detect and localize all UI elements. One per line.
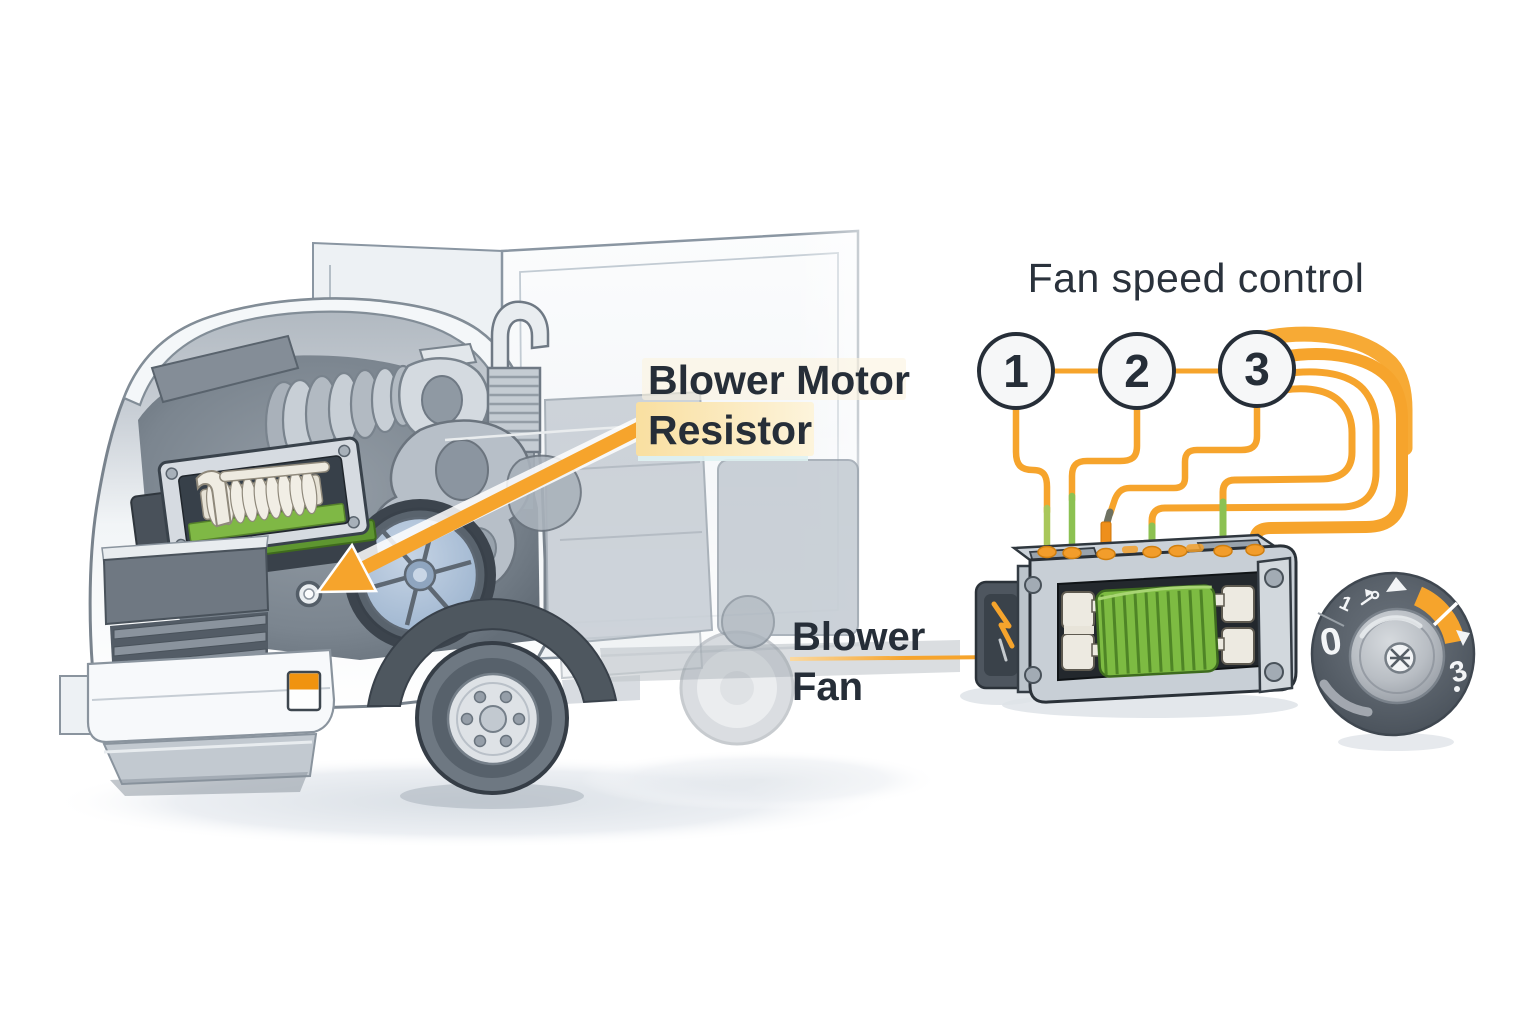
knob-arc-notch bbox=[1432, 601, 1459, 627]
truck-illustration bbox=[50, 218, 960, 848]
resistor-label-line1: Blower Motor bbox=[648, 357, 910, 403]
speed-circle-3-label: 3 bbox=[1244, 343, 1270, 395]
knob-fan-symbol-icon bbox=[1360, 589, 1380, 606]
resistor-coil bbox=[1095, 584, 1219, 678]
front-wheel bbox=[400, 641, 584, 809]
speed-circle-2-label: 2 bbox=[1124, 345, 1150, 397]
wire-speed-1 bbox=[1012, 401, 1051, 516]
intake-hose bbox=[264, 364, 417, 468]
label-underline-tint bbox=[638, 456, 808, 461]
knob-pointer-triangle-icon bbox=[1386, 577, 1407, 592]
wire-terminals bbox=[1037, 543, 1265, 561]
wire-bundle-outer bbox=[1249, 348, 1408, 556]
knob-swoosh bbox=[1319, 679, 1373, 717]
label-highlight bbox=[636, 402, 814, 456]
knob-max-triangle-icon bbox=[1456, 630, 1470, 646]
fan-label-line2: Fan bbox=[792, 665, 863, 709]
location-grommet bbox=[295, 580, 323, 608]
leader-line bbox=[444, 424, 641, 442]
diagram-title: Fan speed control bbox=[1028, 255, 1365, 301]
speed-circle-1-label: 1 bbox=[1003, 345, 1029, 397]
front-bumper bbox=[59, 648, 336, 796]
speed-circle-3: 3 bbox=[1218, 330, 1296, 408]
control-knob: 0 1 3 bbox=[1310, 571, 1476, 751]
front-windshield-band bbox=[101, 535, 270, 626]
resistor-label-line2: Resistor bbox=[648, 407, 812, 453]
wire-speed-3 bbox=[1106, 399, 1261, 518]
ground-shadow-rear bbox=[580, 750, 940, 810]
cab-sunroof-panel bbox=[150, 334, 300, 404]
label-blower-motor-resistor: Blower Motor Resistor bbox=[636, 357, 910, 461]
label-glow bbox=[642, 358, 906, 400]
resistor-module-cutaway bbox=[130, 436, 378, 583]
wire-speed-2 bbox=[1068, 401, 1141, 504]
wire-bundle-mid bbox=[1148, 368, 1380, 534]
location-arrow bbox=[315, 413, 659, 594]
connector-arrow-icon bbox=[991, 601, 1015, 649]
wire-bundle-inner bbox=[1219, 385, 1356, 509]
marker-light bbox=[286, 670, 322, 712]
speed-circles: 1 2 3 bbox=[977, 330, 1296, 410]
speed-circle-1: 1 bbox=[977, 332, 1055, 410]
connector-block bbox=[974, 580, 1028, 690]
fan-label-underline bbox=[789, 655, 1003, 661]
speed-wiring bbox=[1012, 326, 1413, 556]
arrow-head-icon bbox=[315, 542, 379, 594]
corner-screws bbox=[1024, 568, 1284, 684]
knob-speed-arc bbox=[1413, 586, 1465, 645]
knob-center-fan-icon bbox=[1384, 642, 1416, 674]
knob-dot bbox=[1454, 686, 1460, 692]
lug-nuts bbox=[460, 690, 526, 748]
resistor-unit bbox=[960, 533, 1298, 718]
mounting-flange-right bbox=[1256, 556, 1294, 694]
knob-divider bbox=[1317, 612, 1345, 627]
fan-label-line1: Blower bbox=[792, 615, 925, 659]
fender-arch bbox=[366, 598, 618, 707]
label-blower-fan: Blower Fan bbox=[789, 615, 1003, 709]
speed-circle-2: 2 bbox=[1098, 332, 1176, 410]
